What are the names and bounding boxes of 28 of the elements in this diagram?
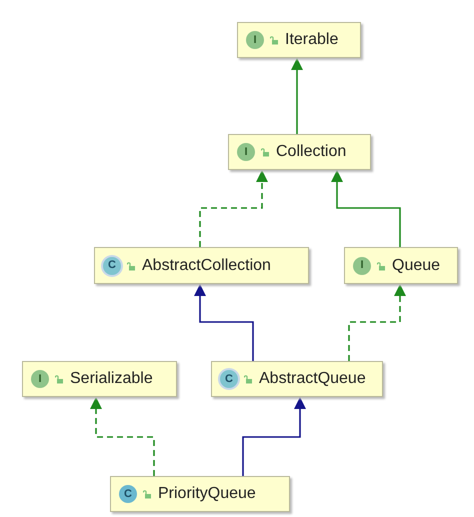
class-name: Iterable [285,30,338,50]
interface-badge: I [237,143,255,161]
interface-badge: I [353,256,371,274]
class-name: AbstractQueue [259,369,366,389]
class-badge: C [119,485,137,503]
inheritance-arrow [242,397,306,476]
class-name: Collection [276,142,346,162]
class-box [344,247,458,284]
class-box [228,134,371,170]
class-badge: C [220,370,238,388]
inheritance-arrow [291,58,303,134]
class-name: Queue [392,256,440,276]
class-name: PriorityQueue [158,484,256,504]
inheritance-arrow [199,170,268,247]
inheritance-arrow [90,397,155,476]
interface-badge: I [31,370,49,388]
class-box [94,247,309,284]
inheritance-arrow [194,284,254,361]
class-box [211,361,383,397]
inheritance-arrow [348,284,406,361]
class-name: AbstractCollection [142,256,271,276]
class-box [237,22,361,58]
class-badge: C [103,256,121,274]
interface-badge: I [246,31,264,49]
class-box [110,476,290,512]
inheritance-arrow [331,170,401,247]
class-name: Serializable [70,369,153,389]
class-box [22,361,177,397]
